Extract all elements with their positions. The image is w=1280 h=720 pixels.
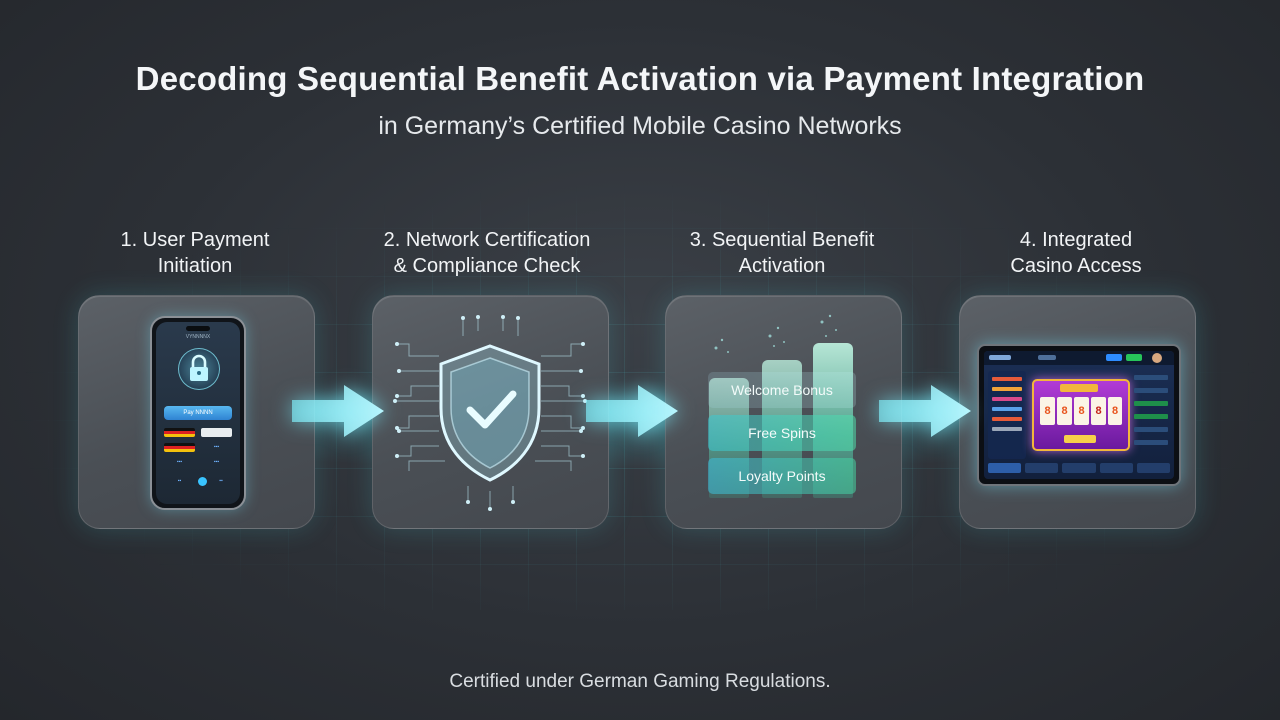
deposit-button[interactable] — [1106, 354, 1122, 361]
slot-reel: 8 — [1074, 397, 1089, 425]
page-subtitle: in Germany’s Certified Mobile Casino Net… — [378, 112, 902, 140]
payment-logo-icon[interactable]: ▪▪ — [219, 478, 223, 484]
payment-row — [164, 428, 232, 439]
bottom-bar[interactable] — [988, 463, 1171, 473]
step-2-label: 2. Network Certification & Compliance Ch… — [383, 229, 591, 277]
confirm-dot-icon[interactable] — [198, 477, 207, 486]
german-flag-icon — [164, 443, 195, 452]
slot-reel: 8 — [1091, 397, 1106, 425]
payment-row: ▪▪▪ — [164, 443, 232, 454]
phone-status-text: VYNNNNX — [185, 334, 211, 340]
sparkle-particles — [714, 314, 837, 353]
paypal-logo-icon[interactable]: ▪▪▪ — [213, 459, 220, 465]
payment-row: ▪▪ ▪▪ — [164, 477, 232, 488]
tablet-device: 8 8 8 8 8 — [977, 344, 1181, 486]
german-flag-icon — [164, 428, 195, 437]
page-title: Decoding Sequential Benefit Activation v… — [135, 60, 1145, 97]
payment-logo-icon[interactable]: ▪▪ — [177, 478, 182, 484]
loyalty-points-tile: Loyalty Points — [708, 458, 856, 494]
phone-notch — [186, 326, 210, 331]
slot-reel: 8 — [1057, 397, 1072, 425]
spin-button[interactable] — [1064, 435, 1096, 443]
footer-note: Certified under German Gaming Regulation… — [449, 671, 831, 692]
jackpot-banner — [1060, 384, 1098, 392]
slot-reel: 8 — [1040, 397, 1055, 425]
slot-machine-icon[interactable]: 8 8 8 8 8 — [1032, 379, 1130, 451]
side-menu[interactable] — [988, 371, 1026, 459]
step-4-label: 4. Integrated Casino Access — [1010, 229, 1142, 277]
avatar[interactable] — [1152, 353, 1162, 363]
step-4-card: 8 8 8 8 8 — [959, 295, 1196, 529]
payment-row: ▪▪▪ ▪▪▪ — [164, 458, 232, 469]
free-spins-tile: Free Spins — [708, 415, 856, 451]
step-3-label: 3. Sequential Benefit Activation — [689, 229, 875, 277]
casino-app-screen: 8 8 8 8 8 — [984, 351, 1174, 479]
app-header — [984, 351, 1174, 365]
step-1-card: VYNNNNX Pay NNNN ▪▪▪ ▪▪▪ ▪▪▪ — [78, 295, 315, 529]
step-1-label: 1. User Payment Initiation — [120, 229, 270, 277]
signup-button[interactable] — [1126, 354, 1142, 361]
app-logo-icon — [989, 355, 1011, 360]
right-panel[interactable] — [1132, 371, 1170, 459]
padlock-icon — [178, 348, 220, 390]
welcome-bonus-tile: Welcome Bonus — [708, 372, 856, 408]
arrow-right-icon — [292, 385, 384, 437]
pay-button[interactable]: Pay NNNN — [164, 406, 232, 420]
arrow-right-icon — [879, 385, 971, 437]
payment-method-chip[interactable] — [201, 428, 232, 437]
phone-screen: VYNNNNX Pay NNNN ▪▪▪ ▪▪▪ ▪▪▪ — [156, 322, 240, 504]
arrow-right-icon — [586, 385, 678, 437]
nav-item[interactable] — [1038, 355, 1056, 360]
slot-reel: 8 — [1108, 397, 1122, 425]
smartphone: VYNNNNX Pay NNNN ▪▪▪ ▪▪▪ ▪▪▪ — [150, 316, 246, 510]
circuit-shield-icon — [393, 315, 587, 511]
step-3-card: Welcome Bonus Free Spins Loyalty Points — [665, 295, 902, 529]
paypal-logo-icon[interactable]: ▪▪▪ — [213, 444, 220, 450]
payment-logo-icon[interactable]: ▪▪▪ — [176, 459, 183, 465]
step-2-card — [372, 295, 609, 529]
